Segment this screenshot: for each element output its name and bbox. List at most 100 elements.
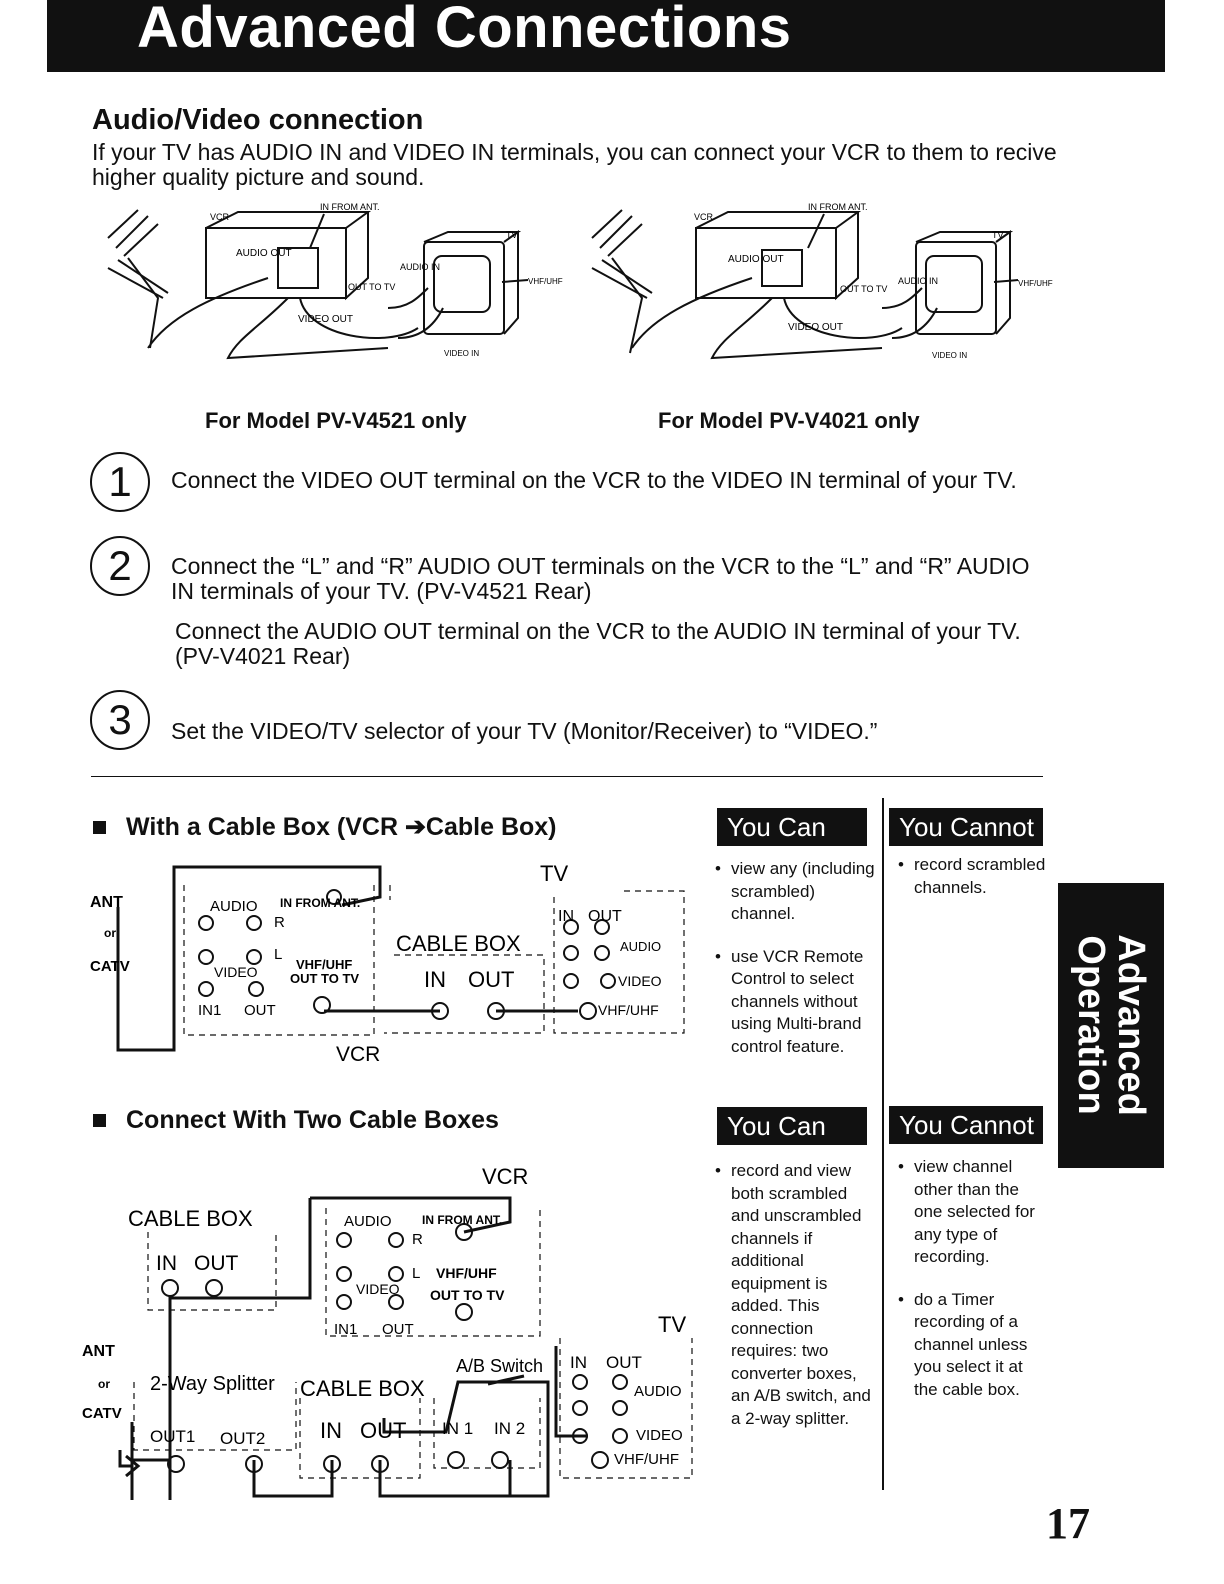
section-side-tab xyxy=(1058,883,1164,1168)
c1-tv: TV xyxy=(540,861,568,886)
c1-tv-in: IN xyxy=(558,908,574,925)
you-cannot-2-item-1: view channel other than the one selected… xyxy=(898,1156,1048,1269)
dr-out-to-tv: OUT TO TV xyxy=(840,284,887,294)
c2-sw-in1: IN 1 xyxy=(442,1419,473,1438)
dr-vhf-uhf: VHF/UHF xyxy=(1018,279,1053,288)
c2-cable-box-b: CABLE BOX xyxy=(300,1376,425,1401)
side-tab-line-2: Operation xyxy=(1070,935,1112,1115)
c1-cable-box: CABLE BOX xyxy=(396,931,521,956)
c1-out-to-tv: OUT TO TV xyxy=(290,971,359,986)
c2-out: OUT xyxy=(194,1252,239,1275)
c2-tv-video: VIDEO xyxy=(636,1427,683,1444)
c1-tv-audio: AUDIO xyxy=(620,939,661,954)
dl-audio-in: AUDIO IN xyxy=(400,262,440,272)
dl-video-out: VIDEO OUT xyxy=(298,314,353,325)
you-cannot-1-item-1: record scrambled channels. xyxy=(898,854,1048,899)
dr-tv: TV xyxy=(992,230,1004,240)
header-bar: Advanced Connections xyxy=(47,0,1165,72)
c2-l: L xyxy=(412,1265,420,1282)
diagram-cable-box: ANT or CATV AUDIO IN FROM ANT. R L VIDEO… xyxy=(90,861,685,1066)
c2-tv-out: OUT xyxy=(606,1353,642,1372)
you-can-2-item-1: record and view both scrambled and unscr… xyxy=(715,1160,880,1430)
c2-out-to-tv: OUT TO TV xyxy=(430,1287,505,1303)
side-tab-label: Advanced Operation xyxy=(1070,934,1152,1116)
dr-vcr: VCR xyxy=(694,212,714,222)
c2-out2: OUT2 xyxy=(220,1429,265,1448)
c1-out: OUT xyxy=(244,1002,276,1019)
column-divider xyxy=(882,798,884,1490)
c2-catv: CATV xyxy=(82,1405,122,1422)
c1-tv-video: VIDEO xyxy=(618,973,662,989)
c2-cb-out: OUT xyxy=(360,1418,406,1443)
c1-audio: AUDIO xyxy=(210,898,258,915)
dl-in-from-ant: IN FROM ANT. xyxy=(320,202,380,212)
c1-cb-in: IN xyxy=(424,967,446,992)
page-number: 17 xyxy=(1046,1499,1090,1548)
step-1-number: 1 xyxy=(90,452,150,512)
c2-tv-audio: AUDIO xyxy=(634,1383,682,1400)
you-can-tag-2: You Can xyxy=(717,1107,867,1145)
step-2-extra-text: Connect the AUDIO OUT terminal on the VC… xyxy=(175,618,1021,669)
dr-audio-out: AUDIO OUT xyxy=(728,254,784,265)
av-heading: Audio/Video connection xyxy=(92,104,424,136)
dl-video-in: VIDEO IN xyxy=(444,349,479,358)
c1-in1: IN1 xyxy=(198,1002,221,1019)
c1-or: or xyxy=(104,926,116,940)
cable1-heading: With a Cable Box (VCR ➔Cable Box) xyxy=(93,812,557,842)
you-can-list-1: view any (including scrambled) channel. … xyxy=(715,858,880,1078)
you-can-1-item-2: use VCR Remote Control to select channel… xyxy=(715,946,880,1059)
c1-video: VIDEO xyxy=(214,964,258,980)
dr-in-from-ant: IN FROM ANT. xyxy=(808,202,868,212)
dr-video-in: VIDEO IN xyxy=(932,351,967,360)
c2-in1: IN1 xyxy=(334,1321,357,1338)
c2-in-from-ant: IN FROM ANT. xyxy=(422,1213,502,1227)
dr-video-out: VIDEO OUT xyxy=(788,322,843,333)
c2-splitter: 2-Way Splitter xyxy=(150,1373,275,1395)
c1-l: L xyxy=(274,946,282,963)
c2-in: IN xyxy=(156,1252,177,1275)
c2-tv-in: IN xyxy=(570,1353,587,1372)
c1-catv: CATV xyxy=(90,958,130,975)
c1-cb-out: OUT xyxy=(468,967,514,992)
caption-pv-v4521: For Model PV-V4521 only xyxy=(205,408,467,433)
dl-tv: TV xyxy=(506,230,518,240)
you-cannot-tag-1: You Cannot xyxy=(889,808,1043,846)
c2-or: or xyxy=(98,1377,110,1391)
you-can-1-item-1: view any (including scrambled) channel. xyxy=(715,858,880,926)
caption-pv-v4021: For Model PV-V4021 only xyxy=(658,408,920,433)
bullet-icon xyxy=(93,1114,106,1127)
diagram-two-cable-boxes: VCR CABLE BOX IN OUT AUDIO IN FROM ANT. … xyxy=(82,1164,693,1500)
you-cannot-list-2: view channel other than the one selected… xyxy=(898,1156,1048,1421)
c1-tv-vhf: VHF/UHF xyxy=(598,1002,659,1018)
av-intro: If your TV has AUDIO IN and VIDEO IN ter… xyxy=(92,139,1057,190)
you-can-list-2: record and view both scrambled and unscr… xyxy=(715,1160,880,1450)
c1-r: R xyxy=(274,914,285,931)
c1-vhf-uhf: VHF/UHF xyxy=(296,957,352,972)
cable1-heading-text: With a Cable Box (VCR ➔Cable Box) xyxy=(126,813,557,841)
c2-vhf-uhf: VHF/UHF xyxy=(436,1265,497,1281)
c2-ab-switch: A/B Switch xyxy=(456,1356,543,1376)
c1-vcr: VCR xyxy=(336,1043,380,1066)
c2-vcr-out: OUT xyxy=(382,1321,414,1338)
step-1-text: Connect the VIDEO OUT terminal on the VC… xyxy=(171,467,1017,493)
dl-audio-out: AUDIO OUT xyxy=(236,248,292,259)
cable2-heading: Connect With Two Cable Boxes xyxy=(93,1106,499,1135)
diagram-pv-v4521: VCR IN FROM ANT. TV AUDIO OUT AUDIO IN O… xyxy=(107,202,563,360)
c2-ant: ANT xyxy=(82,1343,115,1360)
you-cannot-tag-2: You Cannot xyxy=(889,1106,1043,1144)
dl-out-to-tv: OUT TO TV xyxy=(348,282,395,292)
c2-tv: TV xyxy=(658,1312,686,1337)
bullet-icon xyxy=(93,821,106,834)
c2-tv-vhf: VHF/UHF xyxy=(614,1451,679,1468)
step-3-text: Set the VIDEO/TV selector of your TV (Mo… xyxy=(171,718,878,744)
section-divider xyxy=(91,776,1043,777)
cable2-heading-text: Connect With Two Cable Boxes xyxy=(126,1106,499,1134)
c2-sw-in2: IN 2 xyxy=(494,1419,525,1438)
c1-in-from-ant: IN FROM ANT. xyxy=(280,896,360,910)
c2-r: R xyxy=(412,1231,423,1248)
dl-vcr: VCR xyxy=(210,212,230,222)
step-3-number: 3 xyxy=(90,690,150,750)
c2-audio: AUDIO xyxy=(344,1213,392,1230)
dr-audio-in: AUDIO IN xyxy=(898,276,938,286)
c2-out1: OUT1 xyxy=(150,1427,195,1446)
